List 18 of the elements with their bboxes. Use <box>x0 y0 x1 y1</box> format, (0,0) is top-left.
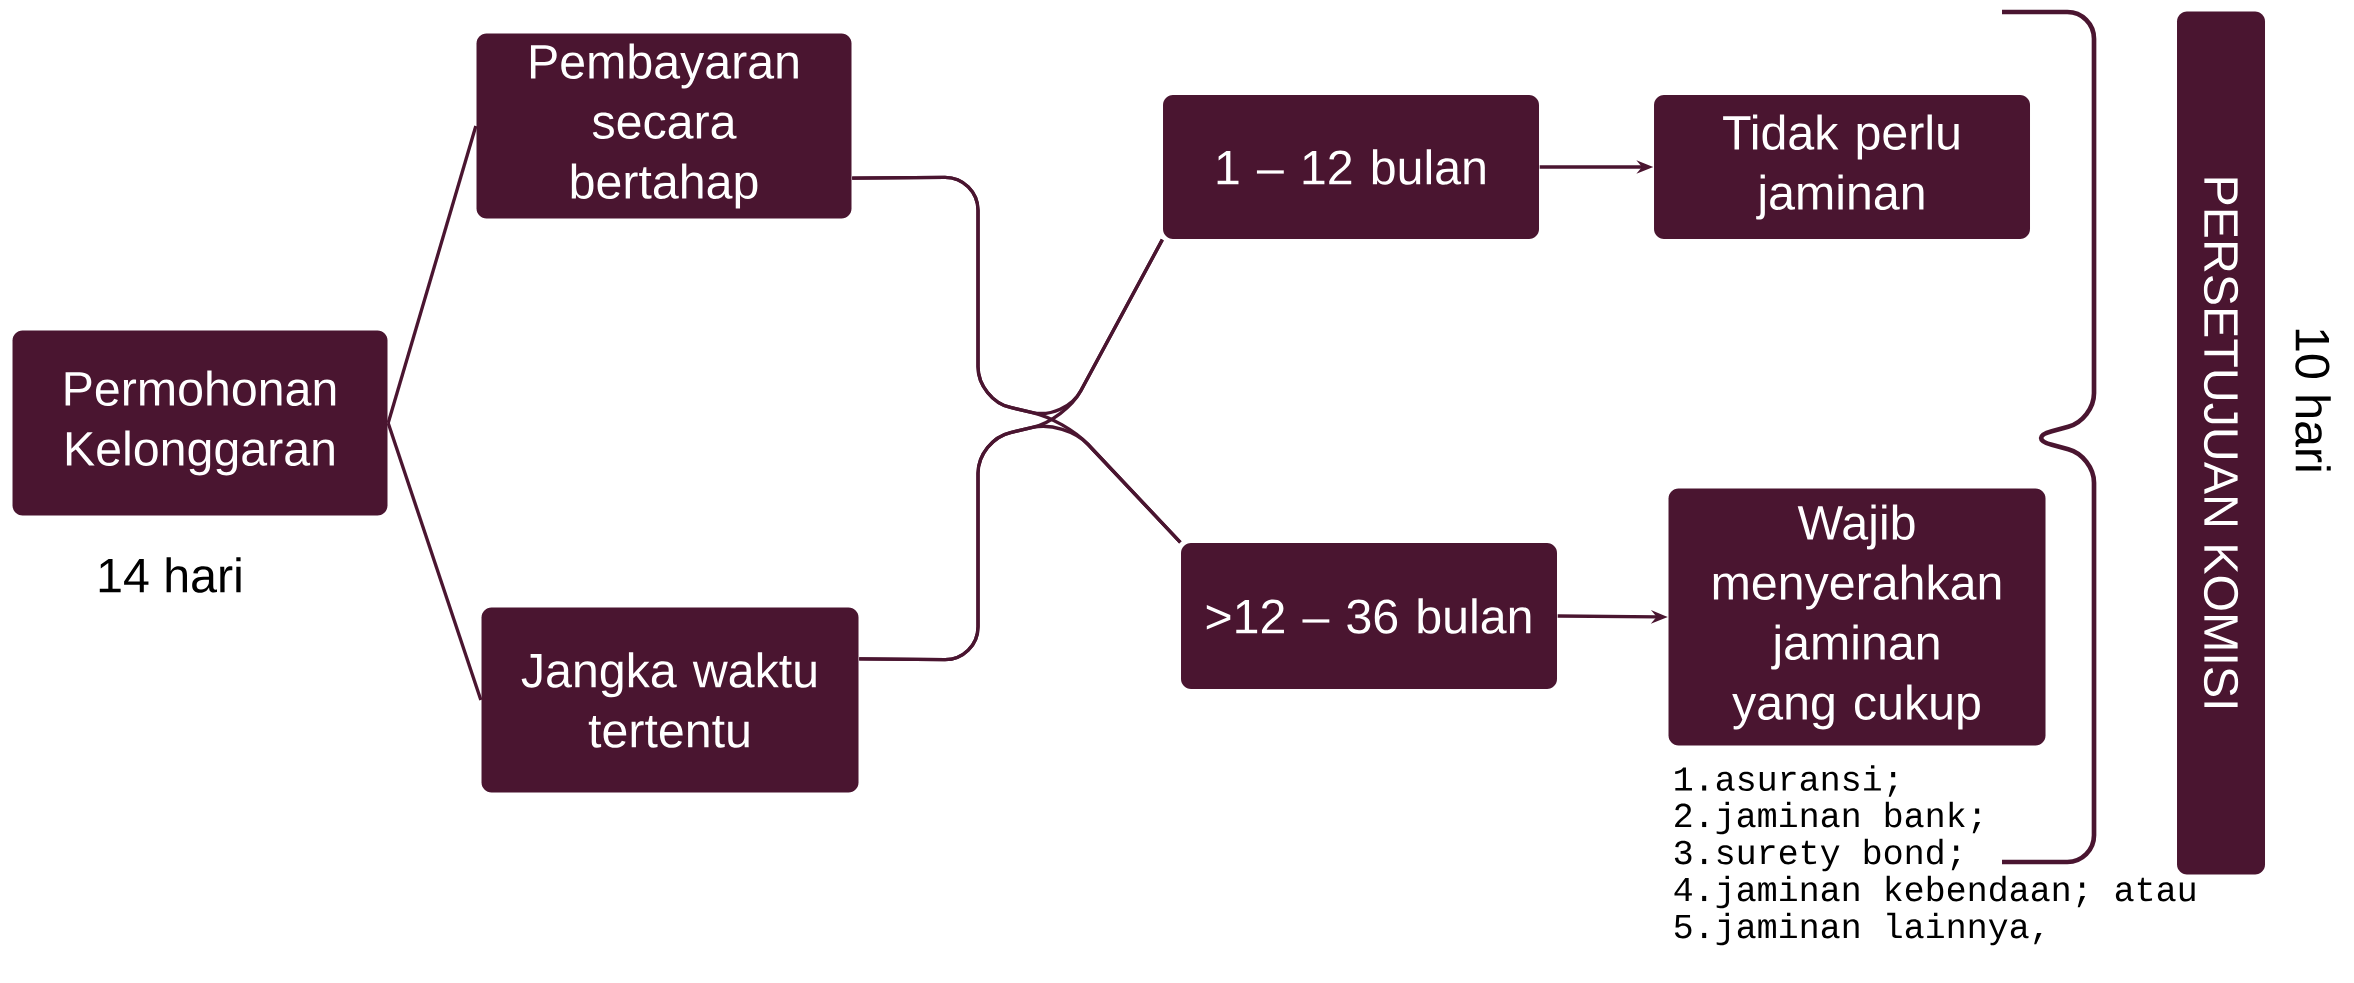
process-box: >12 – 36 bulan <box>1181 543 1557 689</box>
connector-line <box>386 422 483 701</box>
process-box: Wajib menyerahkan jaminan yang cukup <box>1668 488 2046 746</box>
connector-line <box>386 125 478 424</box>
duration-label: 14 hari <box>99 557 241 593</box>
list-item: 2.jaminan bank; <box>1675 801 1981 835</box>
process-box: Pembayaran secara bertahap <box>476 33 852 219</box>
list-item: 3.surety bond; <box>1674 838 1960 872</box>
process-box: Tidak perlu jaminan <box>1654 95 2030 239</box>
list-item: 1.asuransi; <box>1675 765 1897 797</box>
duration-label: 10 hari <box>2295 329 2331 471</box>
list-item: 4.jaminan kebendaan; atau <box>1674 875 2195 909</box>
process-box: Jangka waktu tertentu <box>481 607 859 793</box>
vertical-bar: PERSETUJUAN KOMISI <box>2177 11 2265 875</box>
connector-line <box>859 424 1182 662</box>
process-box: 1 – 12 bulan <box>1163 95 1539 239</box>
list-item: 5.jaminan lainnya, <box>1674 912 2042 946</box>
process-box: Permohonan Kelonggaran <box>12 330 388 516</box>
